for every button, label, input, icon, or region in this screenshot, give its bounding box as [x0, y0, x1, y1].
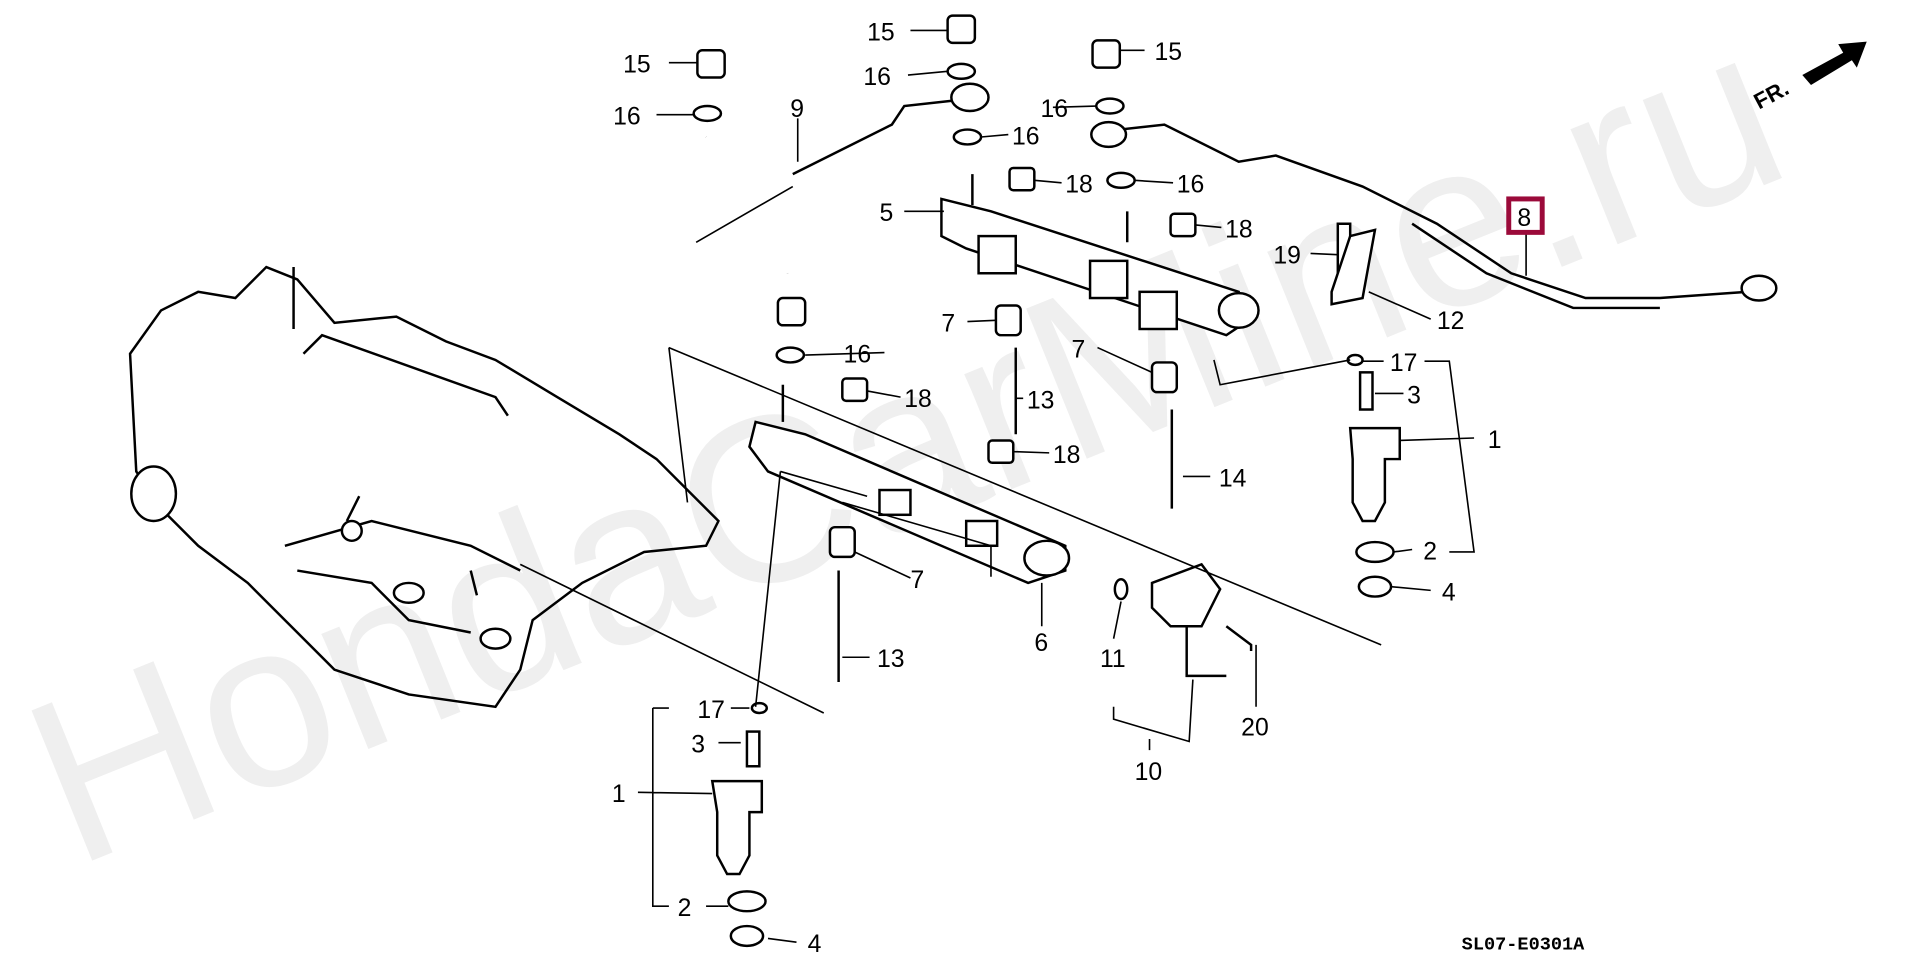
fuel-hose-8: [1090, 120, 1778, 310]
callout-1[interactable]: 1: [612, 781, 626, 808]
fuel-hose-9: [703, 82, 990, 327]
callout-9[interactable]: 9: [790, 96, 804, 123]
leader-lines: [519, 29, 1527, 943]
callout-7[interactable]: 7: [1071, 336, 1085, 363]
callout-18[interactable]: 18: [904, 386, 932, 413]
callout-5[interactable]: 5: [879, 200, 893, 227]
callout-18[interactable]: 18: [1065, 172, 1093, 199]
callout-18[interactable]: 18: [1053, 442, 1081, 469]
callout-19[interactable]: 19: [1273, 242, 1301, 269]
callout-16[interactable]: 16: [863, 64, 891, 91]
callout-12[interactable]: 12: [1437, 308, 1465, 335]
callout-15[interactable]: 15: [1154, 39, 1182, 66]
callout-18[interactable]: 18: [1225, 216, 1253, 243]
callout-13[interactable]: 13: [1027, 387, 1055, 414]
callout-15[interactable]: 15: [623, 52, 651, 79]
callout-15[interactable]: 15: [867, 19, 895, 46]
watermark: HondaCarMine.ru: [0, 0, 1815, 914]
callout-17[interactable]: 17: [1390, 350, 1418, 377]
front-direction-indicator: FR.: [1750, 41, 1867, 114]
callout-3[interactable]: 3: [1407, 382, 1421, 409]
diagram-code: SL07-E0301A: [1462, 935, 1585, 956]
callout-16[interactable]: 16: [613, 104, 641, 131]
callout-2[interactable]: 2: [678, 895, 692, 922]
callout-13[interactable]: 13: [877, 646, 905, 673]
arrow-icon: [1802, 41, 1867, 85]
callout-4[interactable]: 4: [1442, 579, 1456, 606]
callout-7[interactable]: 7: [910, 567, 924, 594]
injector-lower: [710, 701, 768, 948]
callout-3[interactable]: 3: [691, 732, 705, 759]
callout-7[interactable]: 7: [941, 310, 955, 337]
callout-labels: 15 15 15 16 16 16 16 16 16 9 18 18 18 18…: [612, 19, 1545, 958]
callout-16[interactable]: 16: [844, 341, 872, 368]
callout-10[interactable]: 10: [1135, 759, 1163, 786]
callout-6[interactable]: 6: [1034, 630, 1048, 657]
fuel-rail-6: [748, 384, 1071, 585]
callout-20[interactable]: 20: [1241, 714, 1269, 741]
callout-1[interactable]: 1: [1488, 427, 1502, 454]
highlight-box: [1506, 196, 1545, 235]
fuel-rail-5: [940, 174, 1260, 337]
callout-17[interactable]: 17: [697, 697, 725, 724]
callout-16[interactable]: 16: [1041, 96, 1069, 123]
callout-4[interactable]: 4: [808, 931, 822, 958]
callout-11[interactable]: 11: [1100, 646, 1126, 673]
injector-upper: [1346, 353, 1401, 598]
callout-16[interactable]: 16: [1177, 172, 1205, 199]
callout-2[interactable]: 2: [1423, 538, 1437, 565]
callout-14[interactable]: 14: [1219, 465, 1247, 492]
engine-intake-manifold: [128, 265, 720, 709]
callout-8-highlighted[interactable]: 8: [1517, 205, 1531, 232]
callout-16[interactable]: 16: [1012, 123, 1040, 150]
